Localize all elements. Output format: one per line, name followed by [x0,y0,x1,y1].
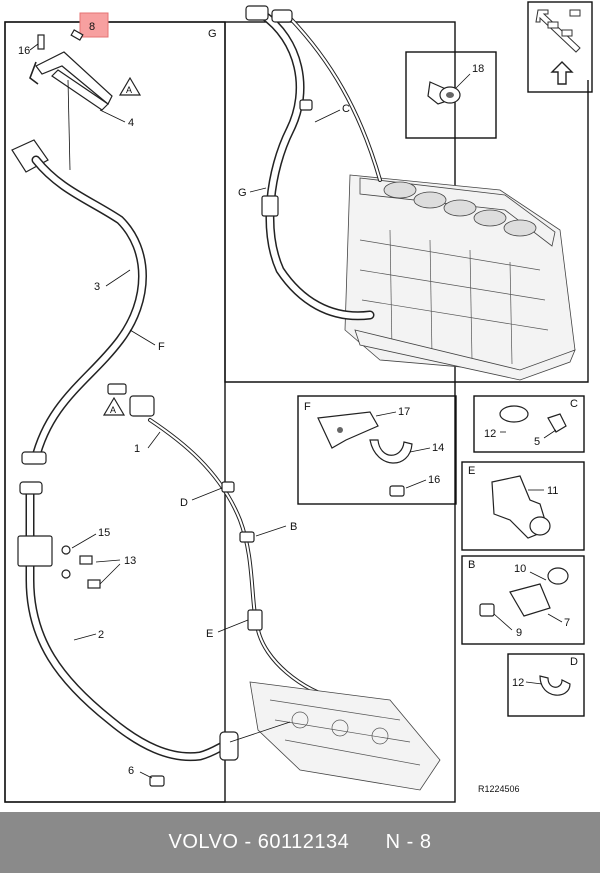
callout-1: 1 [134,443,140,455]
callout-6: 6 [128,765,134,777]
box-label-d: D [570,656,578,668]
callout-14: 14 [432,442,444,454]
detail-box-f [297,395,457,505]
warning-triangle-a2-icon: A [102,396,126,416]
footer-separator: - [244,831,252,853]
brand-name: VOLVO [168,831,239,853]
clip-12b-icon [539,675,571,696]
engine-label-g: G [238,187,247,199]
svg-text:A: A [110,405,116,415]
svg-text:A: A [126,85,132,95]
engine-label-c: C [342,103,350,115]
box-label-f: F [304,401,311,413]
detail-box-c [473,395,585,453]
engine-fitting-top [245,5,313,217]
box-label-e: E [468,465,475,477]
valve-a2 [107,383,155,417]
detail-box-e [461,461,585,551]
orientation-arrow-icon [527,1,593,93]
detail-box-b [461,555,585,645]
callout-17: 17 [398,406,410,418]
callout-2: 2 [98,629,104,641]
callout-16b: 16 [428,474,440,486]
lower-frame [4,21,456,803]
callout-12a: 12 [484,428,496,440]
clip-5-icon [547,413,567,433]
part-footer: VOLVO - 60112134 N - 8 [0,812,600,873]
part-number: 60112134 [257,831,350,853]
callout-10: 10 [514,563,526,575]
callout-8: 8 [89,21,95,33]
frame-label-g: G [208,28,217,40]
clip-18-icon [427,81,461,105]
callout-11: 11 [547,485,558,497]
fitting-11-icon [491,475,551,539]
clip-12-icon [499,405,529,423]
manifold [249,681,441,791]
box-label-c: C [570,398,578,410]
position-code: N - 8 [385,831,432,853]
clip-7-icon [479,567,569,617]
reference-number: R1224506 [478,784,520,794]
bracket-17-icon [317,411,379,449]
callout-12b: 12 [512,677,524,689]
highlight-part-8 [79,12,109,38]
engine-block [344,174,576,381]
bracket-4 [29,29,113,111]
warning-triangle-a1-icon: A [118,76,142,96]
parts-diagram: 8 18 [4,1,593,803]
callout-5: 5 [534,436,540,448]
part-18-box [405,51,497,139]
label-d: D [180,497,188,509]
callout-16: 16 [18,45,30,57]
callout-15: 15 [98,527,110,539]
callout-18: 18 [472,63,484,75]
label-e: E [206,628,213,640]
engine-view-frame [224,22,589,383]
callout-9: 9 [516,627,522,639]
callout-13: 13 [124,555,136,567]
detail-box-d [507,653,585,717]
callout-4: 4 [128,117,134,129]
callout-7: 7 [564,617,570,629]
label-f: F [158,341,165,353]
label-b: B [290,521,297,533]
callout-3: 3 [94,281,100,293]
clamp-14-icon [369,439,413,464]
box-label-b: B [468,559,475,571]
